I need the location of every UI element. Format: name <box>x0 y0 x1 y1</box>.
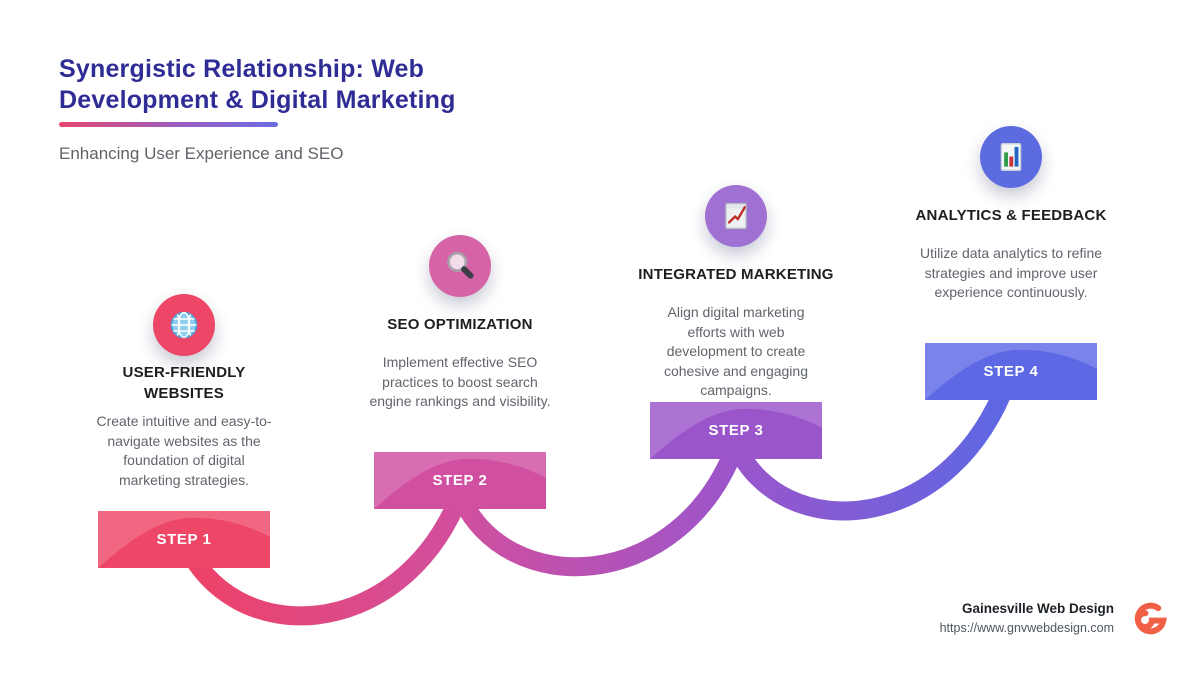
step1-icon-circle <box>153 294 215 356</box>
step4-icon-circle <box>980 126 1042 188</box>
banner-highlight <box>650 402 822 459</box>
step4-label: STEP 4 <box>983 363 1039 380</box>
g-spiral-logo-icon <box>1134 602 1167 635</box>
step3-title: INTEGRATED MARKETING <box>638 265 834 283</box>
step4-banner: STEP 4 <box>925 343 1097 400</box>
step-column-2: SEO OPTIMIZATION Implement effective SEO… <box>365 235 555 511</box>
banner-highlight <box>98 511 270 568</box>
footer-url: https://www.gnvwebdesign.com <box>939 621 1114 635</box>
step-column-3: INTEGRATED MARKETING Align digital marke… <box>638 185 833 461</box>
step2-banner: STEP 2 <box>374 452 546 509</box>
step1-description: Create intuitive and easy-to-navigate we… <box>96 413 272 488</box>
banner-highlight <box>374 452 546 509</box>
globe-icon <box>170 311 198 339</box>
title-underline <box>59 122 278 127</box>
bar-chart-icon <box>1000 143 1022 171</box>
step3-label: STEP 3 <box>708 422 764 439</box>
step-column-1: USER-FRIENDLY WEBSITES Create intuitive … <box>89 294 279 570</box>
step2-label: STEP 2 <box>432 472 488 489</box>
chart-increasing-icon <box>725 202 747 230</box>
step1-label: STEP 1 <box>156 531 212 548</box>
step1-banner: STEP 1 <box>98 511 270 568</box>
banner-highlight <box>925 343 1097 400</box>
step2-icon-circle <box>429 235 491 297</box>
step1-title: USER-FRIENDLY WEBSITES <box>122 364 246 402</box>
step4-description: Utilize data analytics to refine strateg… <box>919 245 1103 300</box>
step3-banner: STEP 3 <box>650 402 822 459</box>
page-subtitle: Enhancing User Experience and SEO <box>59 144 344 163</box>
step3-icon-circle <box>705 185 767 247</box>
step2-description: Implement effective SEO practices to boo… <box>369 354 551 409</box>
step2-title: SEO OPTIMIZATION <box>387 315 533 333</box>
footer-brand: Gainesville Web Design <box>961 601 1114 616</box>
page-title: Synergistic Relationship: Web Developmen… <box>59 55 456 114</box>
footer: Gainesville Web Design https://www.gnvwe… <box>940 601 1114 635</box>
magnifier-icon <box>447 251 474 279</box>
step-column-4: ANALYTICS & FEEDBACK Utilize data analyt… <box>916 126 1106 402</box>
step3-description: Align digital marketing efforts with web… <box>663 304 808 398</box>
step4-title: ANALYTICS & FEEDBACK <box>915 206 1107 224</box>
